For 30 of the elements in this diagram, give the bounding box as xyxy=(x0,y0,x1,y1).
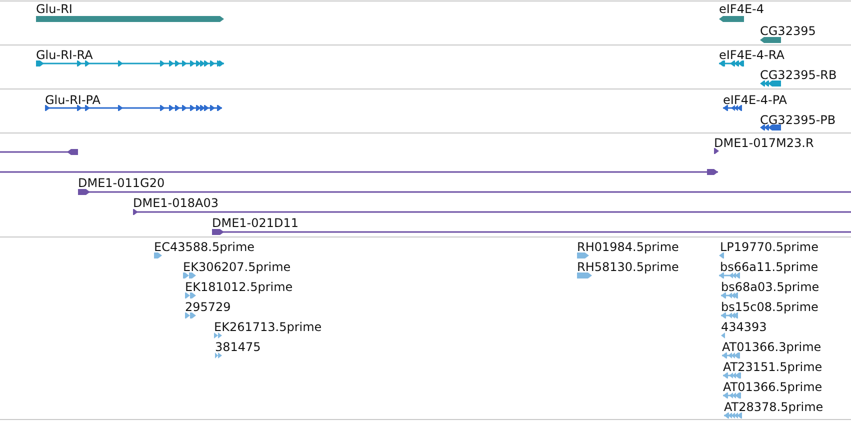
feature-label: 434393 xyxy=(721,320,767,334)
feature-label: eIF4E-4 xyxy=(719,2,764,16)
feature-label: bs68a03.5prime xyxy=(721,280,820,294)
feature-label: RH58130.5prime xyxy=(577,260,679,274)
feature-label: Glu-RI xyxy=(36,2,72,16)
feature-label: RH01984.5prime xyxy=(577,240,679,254)
feature-label: bs15c08.5prime xyxy=(721,300,818,314)
feature-label: eIF4E-4-PA xyxy=(723,92,788,106)
feature-label: DME1-017M23.R xyxy=(714,136,814,150)
feature-label: LP19770.5prime xyxy=(720,240,819,254)
feature-label: 381475 xyxy=(215,340,261,354)
feature-label: EK181012.5prime xyxy=(185,280,293,294)
feature-label: AT01366.5prime xyxy=(723,380,822,394)
feature-label: CG32395-RB xyxy=(760,68,837,82)
feature-label: DME1-011G20 xyxy=(78,176,165,190)
feature-label: Glu-RI-PA xyxy=(45,92,100,106)
feature-label: AT23151.5prime xyxy=(723,360,822,374)
feature-label: CG32395 xyxy=(760,24,816,38)
feature-label: DME1-021D11 xyxy=(212,216,299,230)
feature-label: EK261713.5prime xyxy=(214,320,322,334)
feature-label: AT28378.5prime xyxy=(724,400,824,414)
feature-label: bs66a11.5prime xyxy=(720,260,818,274)
feature-label: Glu-RI-RA xyxy=(36,48,93,62)
feature-label: CG32395-PB xyxy=(760,112,836,126)
feature-label: AT01366.3prime xyxy=(722,340,822,354)
feature-label: DME1-018A03 xyxy=(133,196,219,210)
feature-label: eIF4E-4-RA xyxy=(719,48,784,62)
feature-label: 295729 xyxy=(185,300,231,314)
feature-label: EK306207.5prime xyxy=(183,260,291,274)
feature-label: EC43588.5prime xyxy=(154,240,255,254)
